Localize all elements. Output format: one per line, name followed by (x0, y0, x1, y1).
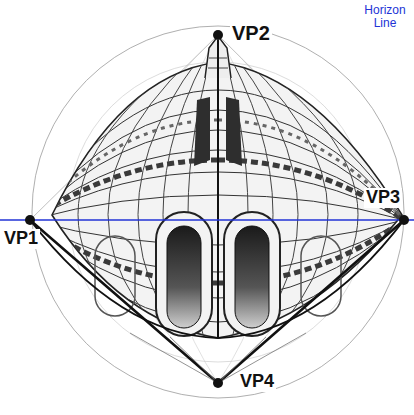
window (226, 97, 242, 166)
arch-frame (156, 212, 212, 336)
vanishing-point (399, 215, 409, 225)
vanishing-point-label: VP3 (364, 188, 402, 208)
side-arch (95, 236, 135, 316)
horizon-label: Horizon Line (360, 4, 410, 30)
vanishing-point-label: VP4 (238, 372, 276, 392)
arch-opening (235, 226, 269, 328)
arch-frame (224, 212, 280, 336)
corner-edge (217, 40, 219, 338)
guide-line (130, 333, 306, 383)
vanishing-point-label: VP2 (230, 22, 272, 44)
ground-line (30, 220, 404, 383)
guide-circle (32, 26, 404, 398)
vanishing-point (213, 378, 223, 388)
arch-opening (167, 226, 201, 328)
ground-line (30, 220, 404, 338)
vanishing-point (213, 30, 223, 40)
building-outline (52, 62, 402, 338)
building-detail (30, 35, 404, 383)
vanishing-point (25, 215, 35, 225)
window (194, 97, 210, 166)
vanishing-point-label: VP1 (2, 229, 40, 249)
horizon-line (0, 219, 414, 221)
